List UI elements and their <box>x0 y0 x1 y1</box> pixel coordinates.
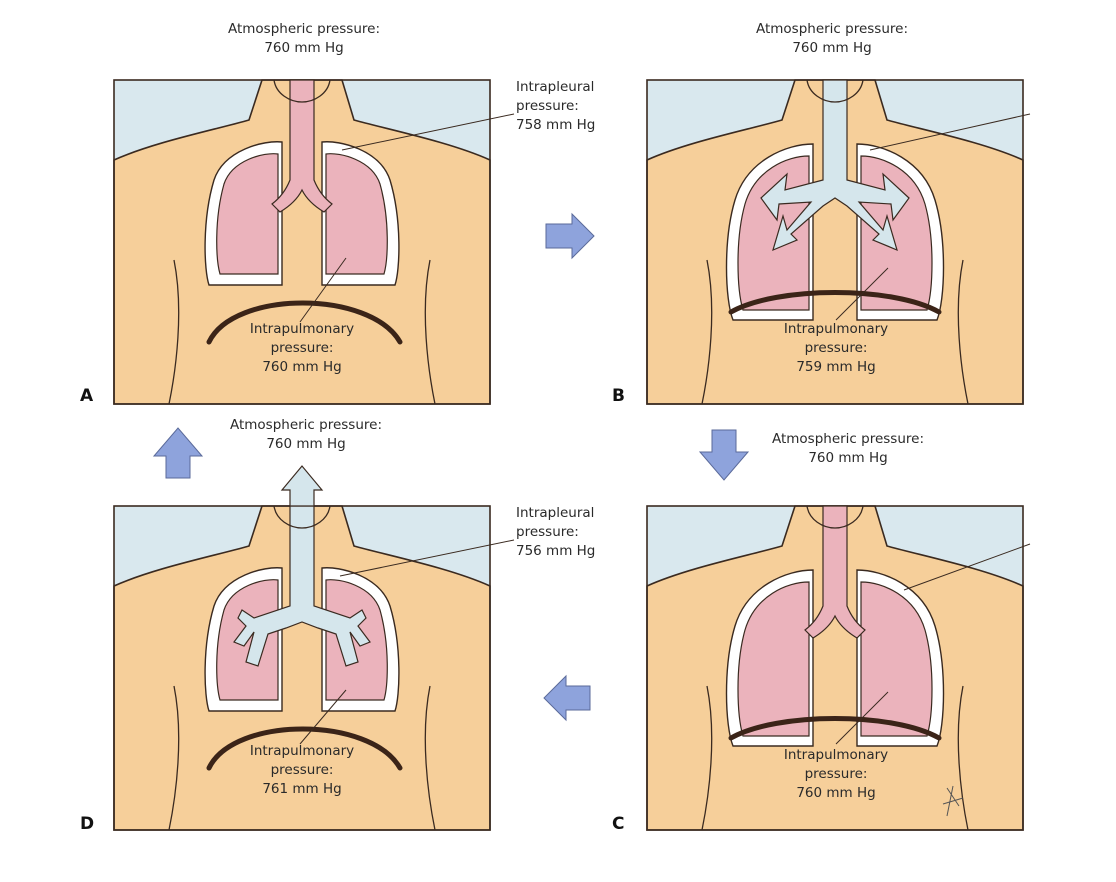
trachea-c <box>804 505 866 639</box>
panel-c-atmospheric-label: Atmospheric pressure: 760 mm Hg <box>771 431 925 466</box>
panel-d-atmospheric-label: Atmospheric pressure: 760 mm Hg <box>229 417 383 452</box>
exhale-arrow <box>280 465 324 507</box>
panel-c <box>646 505 1024 831</box>
panel-b <box>646 79 1024 405</box>
panel-b-letter: B <box>612 386 625 406</box>
trachea-a <box>271 79 333 213</box>
cycle-arrows <box>152 212 750 722</box>
airway-out-d <box>233 505 371 667</box>
panel-b-atmospheric-label: Atmospheric pressure: 760 mm Hg <box>755 21 909 56</box>
panel-c-letter: C <box>612 814 625 834</box>
panel-d-intrapulmonary-label: Intrapulmonary pressure: 761 mm Hg <box>249 743 355 797</box>
panel-a <box>113 79 491 405</box>
diaphragm-a <box>206 300 403 345</box>
panel-a-intrapulmonary-label: Intrapulmonary pressure: 760 mm Hg <box>249 321 355 375</box>
panel-a-atmospheric-label: Atmospheric pressure: 760 mm Hg <box>227 21 381 56</box>
panel-a-letter: A <box>80 386 94 406</box>
arrow-down-icon <box>698 429 750 481</box>
arrow-up-icon <box>152 427 204 479</box>
panel-a-intrapleural-label: Intrapleural pressure: 758 mm Hg <box>516 79 596 133</box>
diaphragm-d <box>206 726 403 771</box>
arrow-right-icon <box>545 212 595 260</box>
diaphragm-b <box>728 290 942 315</box>
leader-lines <box>299 113 1031 745</box>
arrow-left-icon <box>543 674 591 722</box>
diaphragm-c <box>728 716 942 741</box>
panel-b-intrapulmonary-label: Intrapulmonary pressure: 759 mm Hg <box>783 321 889 375</box>
panel-c-intrapulmonary-label: Intrapulmonary pressure: 760 mm Hg <box>783 747 889 801</box>
panel-d-intrapleural-label: Intrapleural pressure: 756 mm Hg <box>516 505 596 559</box>
airway-in-b <box>760 79 910 252</box>
panel-d-letter: D <box>80 814 95 834</box>
panel-d <box>113 505 491 831</box>
